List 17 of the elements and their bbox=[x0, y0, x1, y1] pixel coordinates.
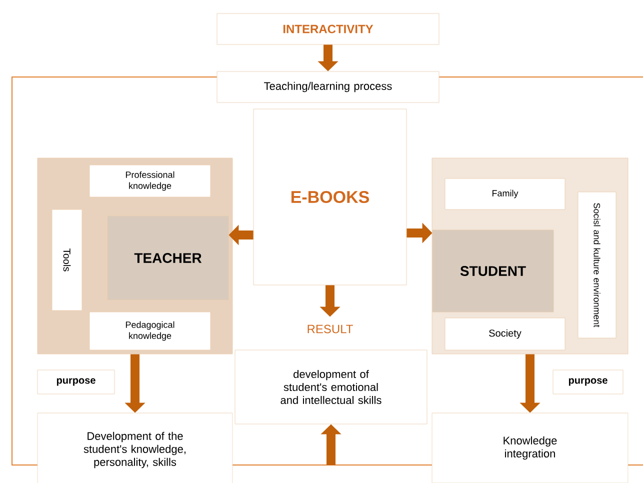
result-label: RESULT bbox=[308, 324, 353, 334]
purpose-box: purpose bbox=[552, 370, 624, 394]
title-box: INTERACTIVITY bbox=[216, 13, 440, 45]
purpose-box: purpose bbox=[37, 370, 115, 394]
role-box: STUDENT bbox=[432, 230, 554, 312]
text-box: Family bbox=[444, 178, 566, 210]
text-box: Development of the student's knowledge, personality, skills bbox=[37, 412, 233, 483]
text-box: Teaching/learning process bbox=[216, 71, 440, 103]
text-box: Tools bbox=[52, 209, 82, 311]
text-box: Society bbox=[444, 318, 566, 350]
text-box: Socisl and kulture environment bbox=[578, 192, 616, 338]
ebooks-box: E-BOOKS bbox=[253, 108, 407, 286]
text-box: Pedagogical knowledge bbox=[89, 312, 211, 350]
text-box: Knowledge integration bbox=[432, 412, 628, 483]
text-box: Professional knowledge bbox=[89, 164, 211, 198]
role-box: TEACHER bbox=[107, 216, 229, 300]
text-box: development of student's emotional and intellectual skills bbox=[234, 350, 428, 424]
